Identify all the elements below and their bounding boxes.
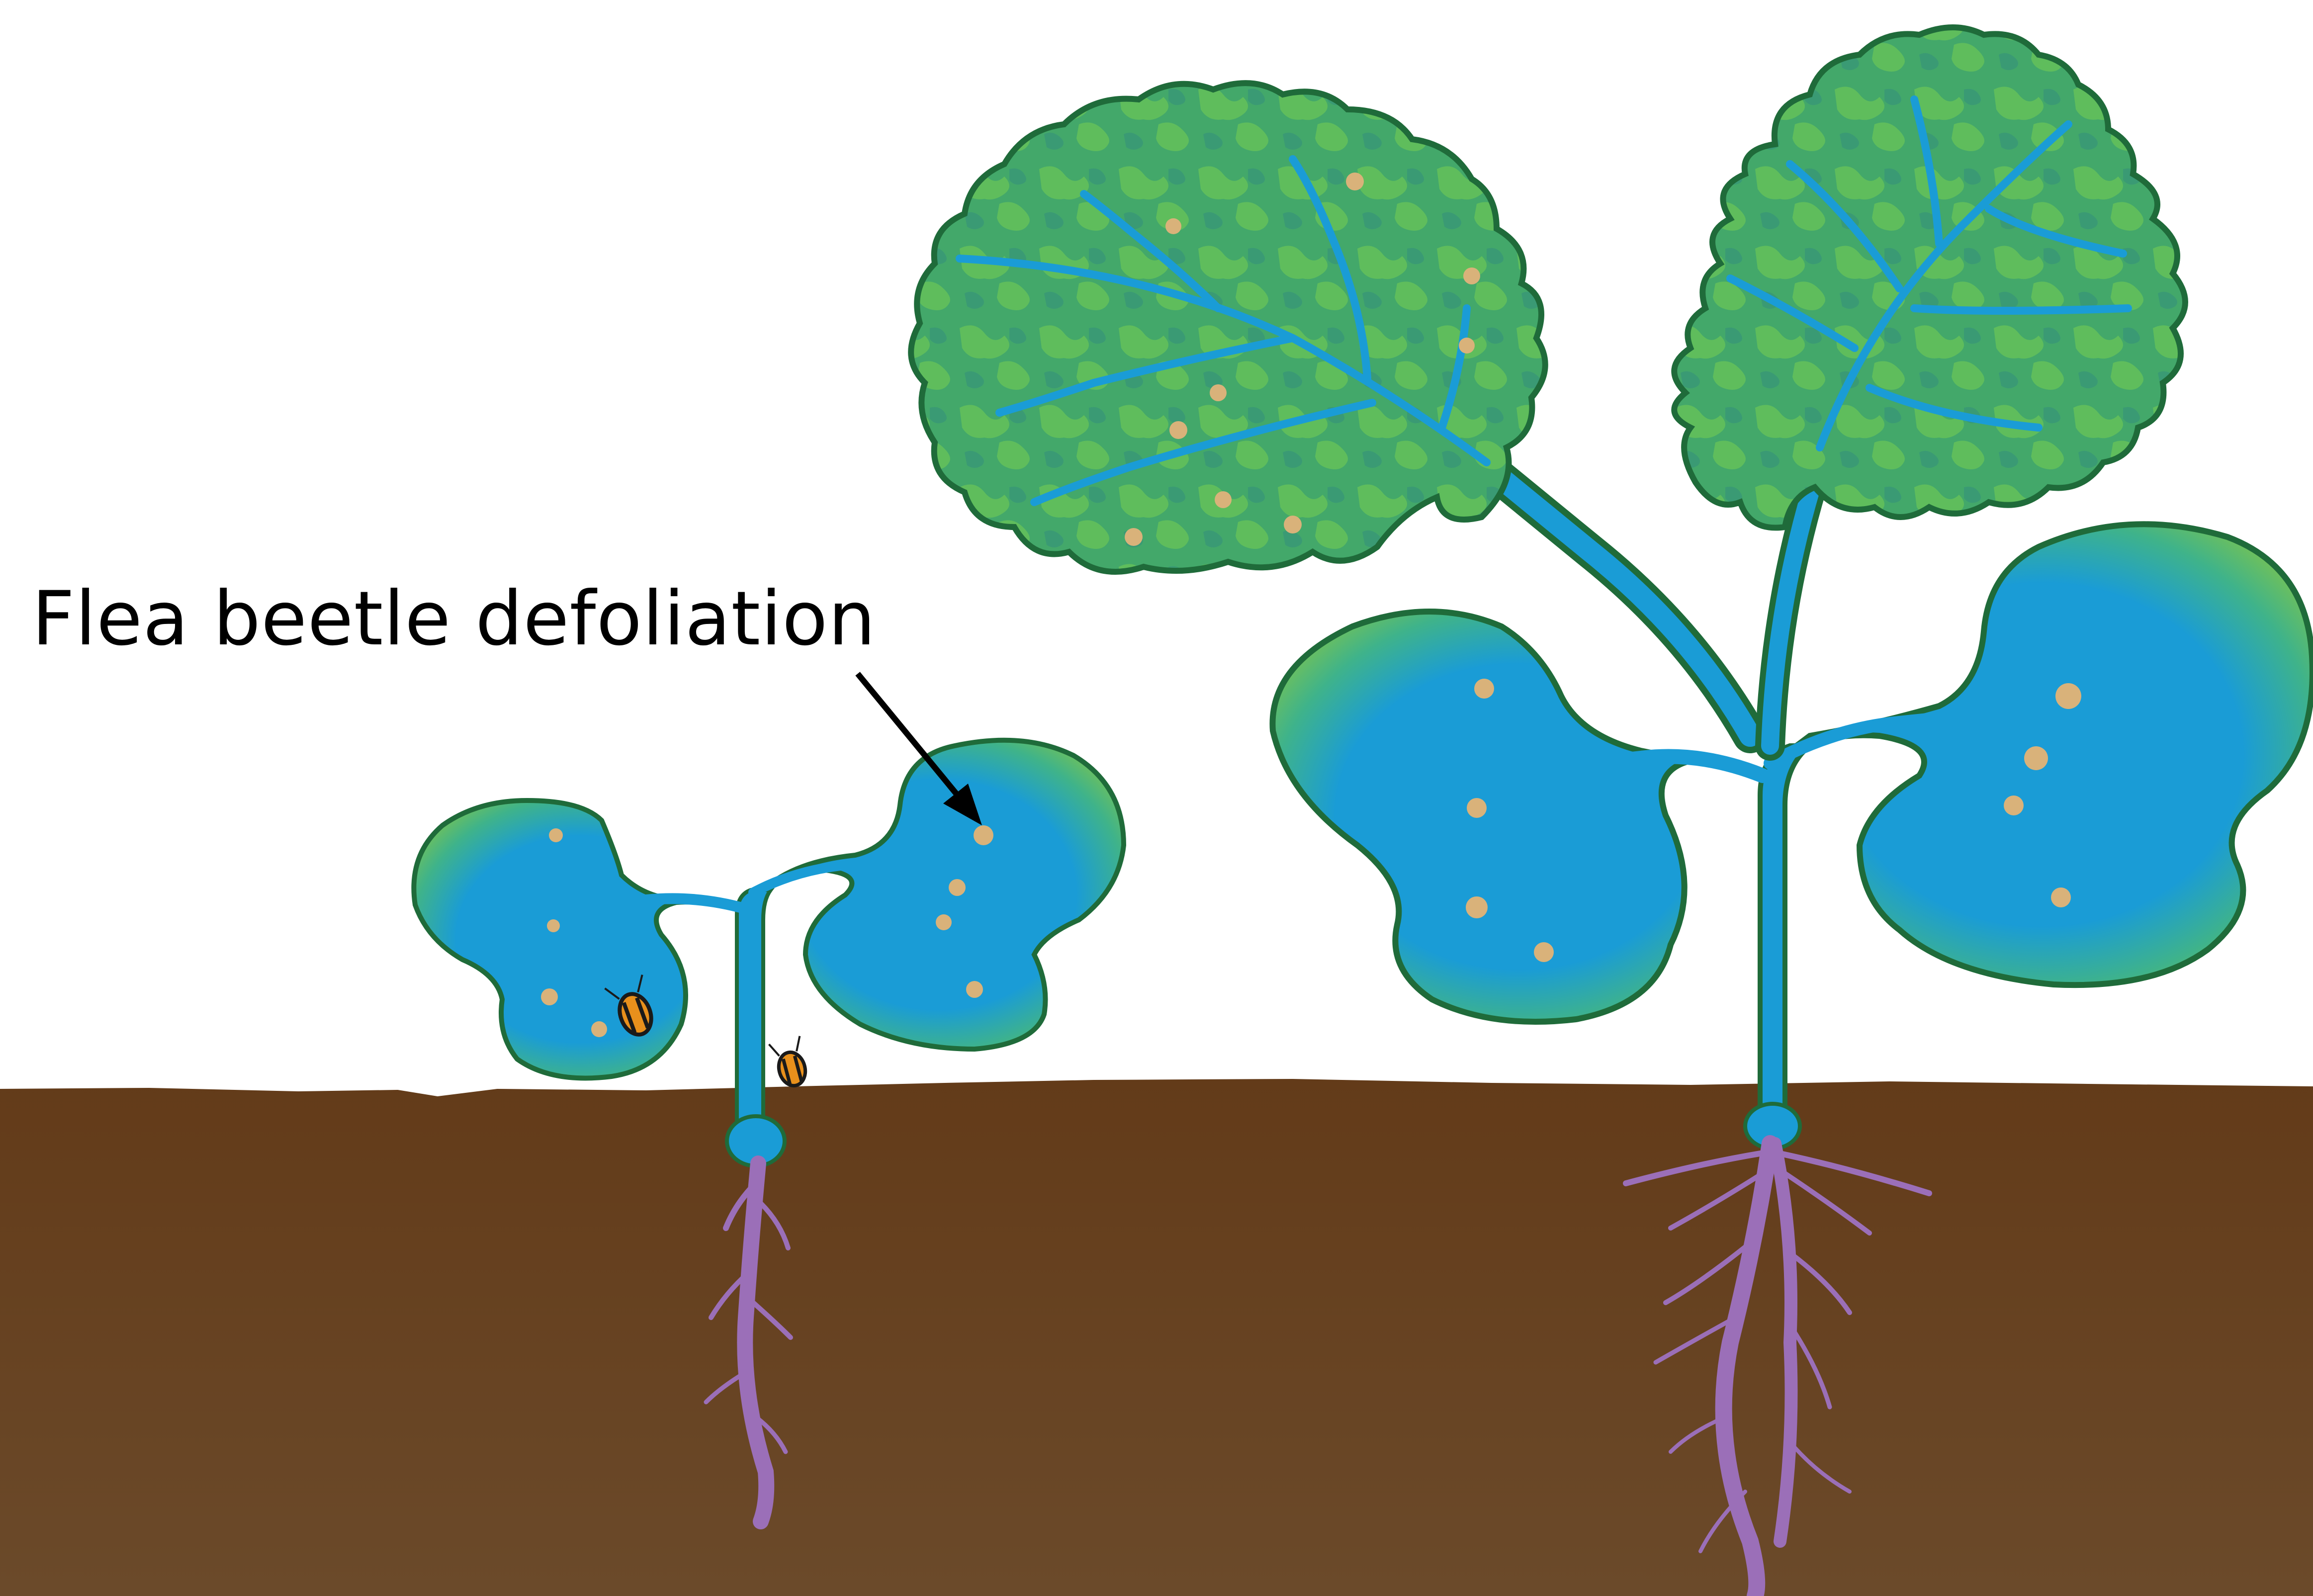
large-right-true-leaf (1674, 27, 2185, 528)
annotation-label: Flea beetle defoliation (32, 582, 876, 656)
small-right-cotyledon (753, 740, 1124, 1049)
large-plant-stem (1760, 746, 1810, 1119)
small-left-cotyledon (414, 800, 746, 1078)
soil (0, 1079, 2313, 1596)
flea-beetle-icon (769, 1036, 812, 1089)
